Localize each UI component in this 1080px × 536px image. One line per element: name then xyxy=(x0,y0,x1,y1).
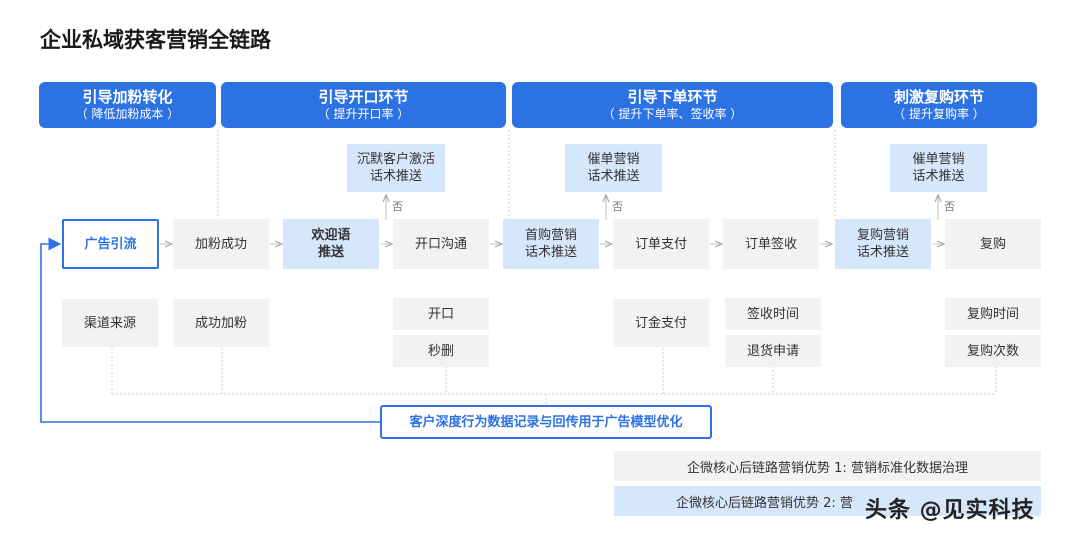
page-title: 企业私域获客营销全链路 xyxy=(40,28,271,52)
no-label: 否 xyxy=(392,200,403,213)
stage-header-fan-conversion: 引导加粉转化 （ 降低加粉成本 ） xyxy=(39,82,216,128)
attr-return-request: 退货申请 xyxy=(725,335,821,367)
attr-instant-delete: 秒删 xyxy=(393,335,489,367)
attr-sign-time: 签收时间 xyxy=(725,298,821,330)
advantage-2: 企微核心后链路营销优势 2: 营 xyxy=(614,486,1041,516)
attr-open: 开口 xyxy=(393,298,489,330)
attr-deposit-payment: 订金支付 xyxy=(613,299,709,347)
repurchase-reminder-box: 催单营销 话术推送 xyxy=(890,144,987,192)
attr-repurchase-time: 复购时间 xyxy=(945,298,1041,330)
flow-repurchase-script: 复购营销 话术推送 xyxy=(835,219,931,269)
stage-subtitle: （ 提升下单率、签收率 ） xyxy=(602,107,743,121)
attr-fan-success: 成功加粉 xyxy=(173,299,269,347)
flow-repurchase: 复购 xyxy=(945,219,1041,269)
flow-welcome-message: 欢迎语 推送 xyxy=(283,219,379,269)
stage-header-open-chat: 引导开口环节 （ 提升开口率 ） xyxy=(221,82,506,128)
stage-header-order: 引导下单环节 （ 提升下单率、签收率 ） xyxy=(512,82,833,128)
flow-open-chat: 开口沟通 xyxy=(393,219,489,269)
no-label: 否 xyxy=(944,200,955,213)
feedback-data-bar: 客户深度行为数据记录与回传用于广告模型优化 xyxy=(380,405,712,439)
stage-title: 引导加粉转化 xyxy=(82,88,173,106)
stage-title: 引导开口环节 xyxy=(318,88,409,106)
stage-header-repurchase: 刺激复购环节 （ 提升复购率 ） xyxy=(841,82,1037,128)
stage-subtitle: （ 降低加粉成本 ） xyxy=(75,107,180,121)
order-reminder-box: 催单营销 话术推送 xyxy=(565,144,662,192)
stage-title: 引导下单环节 xyxy=(627,88,718,106)
stage-subtitle: （ 提升复购率 ） xyxy=(893,107,985,121)
no-label: 否 xyxy=(612,200,623,213)
stage-title: 刺激复购环节 xyxy=(893,88,984,106)
silent-customer-activation-box: 沉默客户激活 话术推送 xyxy=(347,144,445,192)
flow-ad-traffic: 广告引流 xyxy=(62,219,159,269)
attr-repurchase-count: 复购次数 xyxy=(945,335,1041,367)
flow-order-signed: 订单签收 xyxy=(723,219,819,269)
flow-order-payment: 订单支付 xyxy=(613,219,709,269)
flow-fan-added: 加粉成功 xyxy=(173,219,269,269)
advantage-1: 企微核心后链路营销优势 1: 营销标准化数据治理 xyxy=(614,451,1041,481)
flow-first-purchase-script: 首购营销 话术推送 xyxy=(503,219,599,269)
stage-subtitle: （ 提升开口率 ） xyxy=(317,107,410,121)
watermark-text: 头条 @见实科技 xyxy=(865,498,1035,523)
attr-channel-source: 渠道来源 xyxy=(62,299,158,347)
